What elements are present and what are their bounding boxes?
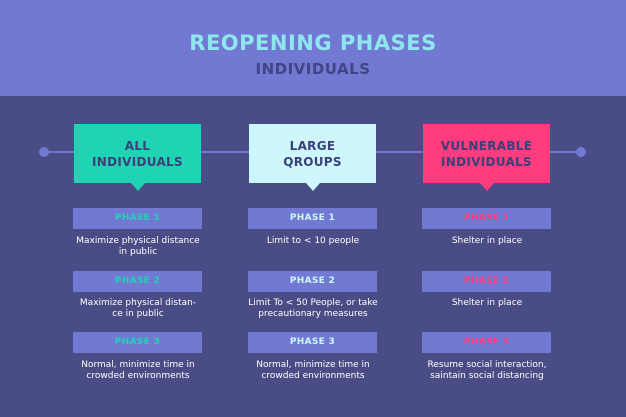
phase-label: PHASE 3 bbox=[248, 332, 377, 353]
phase-description: Normal, minimize time in crowded environ… bbox=[81, 360, 195, 381]
phase-description: Resume social interaction, saintain soci… bbox=[427, 360, 547, 381]
card-heading: ALL INDIVIDUALS bbox=[92, 138, 183, 169]
card-large-groups: LARGE QROUPS bbox=[249, 124, 376, 191]
phase-description: Normal, minimize time in crowded environ… bbox=[256, 360, 370, 381]
timeline-start-dot bbox=[39, 147, 49, 157]
card-pointer bbox=[479, 183, 494, 191]
header-banner: REOPENING PHASES INDIVIDUALS bbox=[0, 0, 626, 96]
phase-description: Limit to < 10 people bbox=[266, 236, 360, 246]
card-pointer bbox=[305, 183, 320, 191]
card-heading: VULNERABLE INDIVIDUALS bbox=[440, 138, 533, 169]
phase-label: PHASE 2 bbox=[422, 271, 551, 292]
phase-description: Shelter in place bbox=[451, 236, 523, 246]
card-vulnerable-individuals: VULNERABLE INDIVIDUALS bbox=[423, 124, 550, 191]
page-title: REOPENING PHASES bbox=[189, 31, 437, 55]
phase-label: PHASE 1 bbox=[73, 208, 202, 229]
phase-description: Maximize physical distance in public bbox=[76, 236, 200, 257]
phase-label: PHASE 3 bbox=[73, 332, 202, 353]
card-pointer bbox=[130, 183, 145, 191]
phase-description: Shelter in place bbox=[451, 298, 523, 308]
phase-label: PHASE 3 bbox=[422, 332, 551, 353]
phase-description: Limit To < 50 People, or take precaution… bbox=[248, 298, 378, 319]
page-subtitle: INDIVIDUALS bbox=[255, 60, 371, 78]
phase-description: Maximize physical distan- ce in public bbox=[79, 298, 197, 319]
card-heading: LARGE QROUPS bbox=[283, 138, 342, 169]
card-all-individuals: ALL INDIVIDUALS bbox=[74, 124, 201, 191]
phase-label: PHASE 2 bbox=[73, 271, 202, 292]
phase-label: PHASE 2 bbox=[248, 271, 377, 292]
timeline-end-dot bbox=[576, 147, 586, 157]
phase-label: PHASE 1 bbox=[422, 208, 551, 229]
phase-label: PHASE 1 bbox=[248, 208, 377, 229]
